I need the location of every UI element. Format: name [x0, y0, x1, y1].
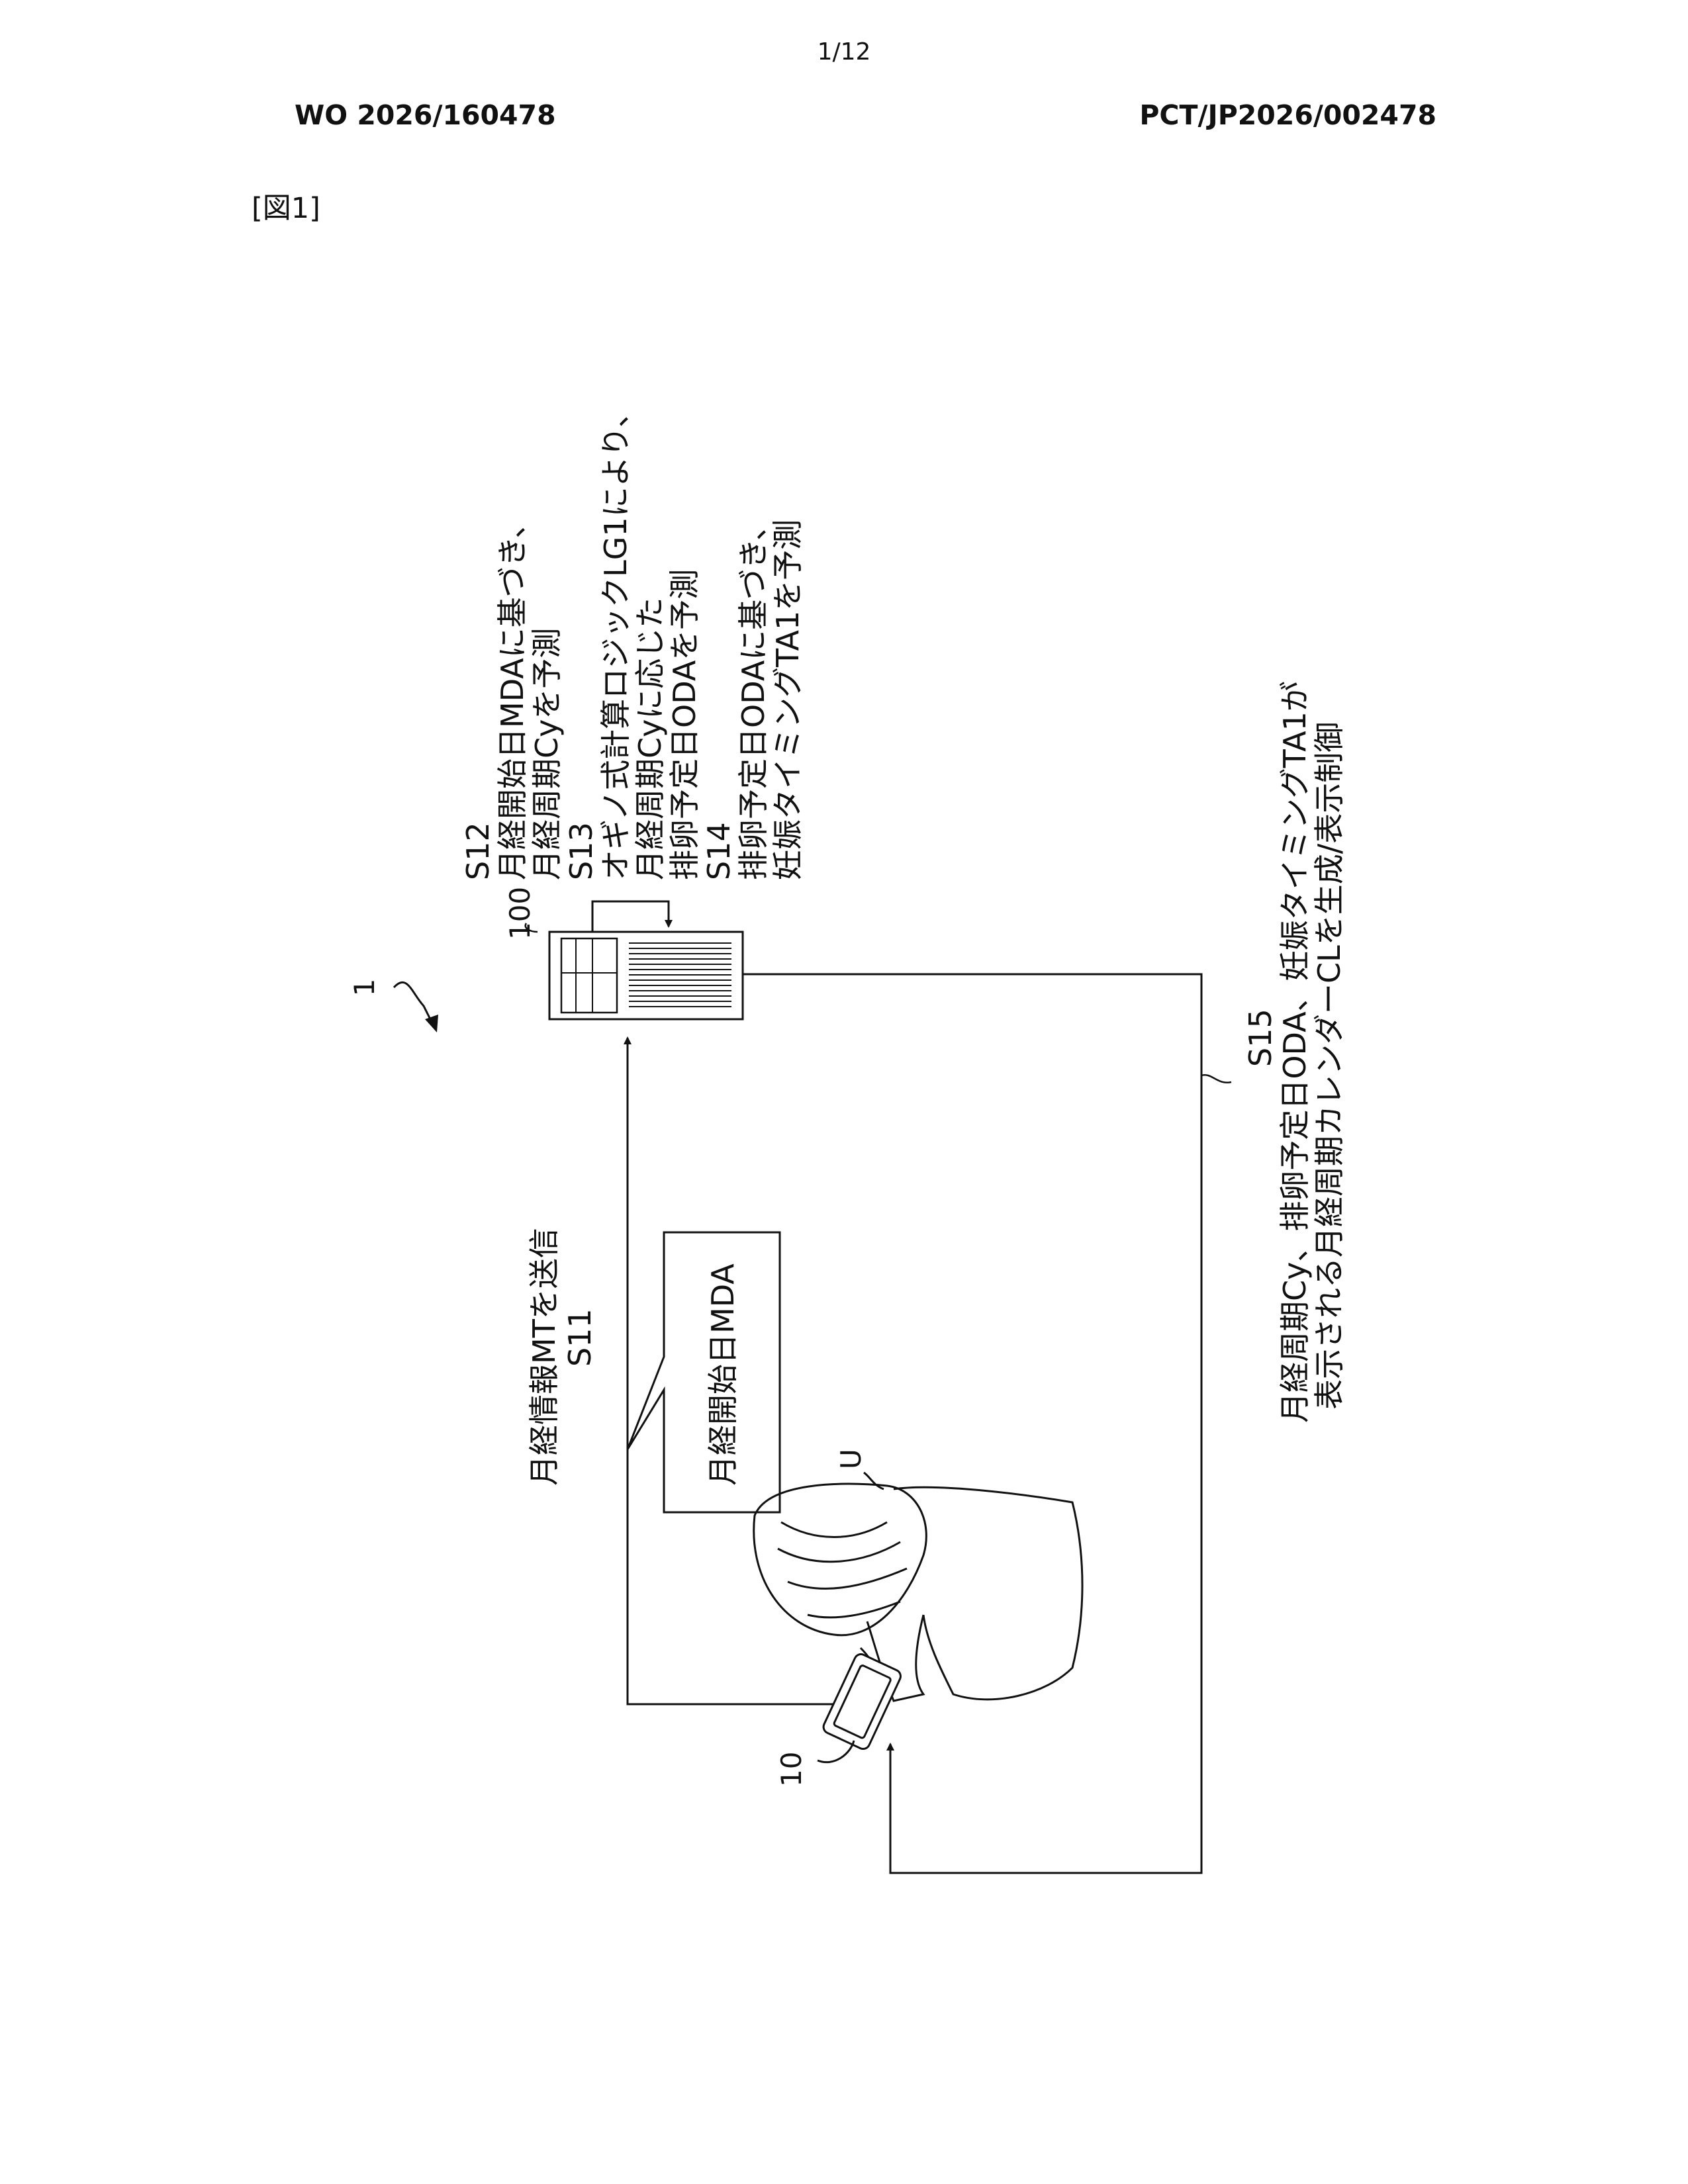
s12-id: S12: [460, 822, 496, 880]
bubble-outline: [628, 1232, 780, 1512]
s12-line2: 月経周期Cyを予測: [529, 628, 565, 880]
s11-line1: 月経情報MTを送信: [526, 1228, 562, 1486]
server-steps: S12 月経開始日MDAに基づき、 月経周期Cyを予測 S13 オギノ式計算ロジ…: [460, 397, 806, 880]
server-drive-bay: [561, 938, 617, 1013]
bubble-text: 月経開始日MDA: [705, 1263, 741, 1486]
s12-line1: 月経開始日MDAに基づき、: [494, 508, 530, 880]
s13-id: S13: [563, 822, 599, 880]
s14-id: S14: [701, 822, 737, 880]
flow-s15: S15 月経周期Cy、排卵予定日ODA、妊娠タイミングTA1が 表示される月経周…: [743, 681, 1347, 1873]
server-internal-loop: [592, 901, 669, 932]
s15-id: S15: [1243, 1009, 1278, 1067]
s13-line3: 排卵予定日ODAを予測: [667, 569, 702, 880]
system-ref-label: 1: [348, 979, 381, 997]
server-100: 100: [504, 887, 743, 1019]
user-body: [894, 1487, 1082, 1700]
terminal-ref-leader: [818, 1741, 854, 1762]
s15-leader: [1201, 1075, 1231, 1083]
s14-line1: 排卵予定日ODAに基づき、: [735, 510, 771, 880]
s15-line1: 月経周期Cy、排卵予定日ODA、妊娠タイミングTA1が: [1277, 681, 1313, 1423]
user-hair: [778, 1522, 907, 1617]
s14-line2: 妊娠タイミングTA1を予測: [770, 520, 806, 880]
s15-line2: 表示される月経周期カレンダーCLを生成/表示制御: [1311, 722, 1347, 1410]
system-reference: 1: [348, 979, 438, 1032]
user-figure: [754, 1473, 1082, 1762]
user-ref-label: U: [835, 1449, 867, 1469]
terminal-10: [821, 1652, 903, 1751]
s15-arrow-line: [743, 974, 1201, 1873]
s11-id: S11: [562, 1308, 598, 1367]
terminal-ref-label: 10: [775, 1752, 808, 1787]
speech-bubble: 月経開始日MDA: [628, 1232, 780, 1512]
s13-line1: オギノ式計算ロジックLG1により、: [598, 397, 633, 880]
user-ref-leader: [864, 1473, 884, 1489]
s13-line2: 月経周期Cyに応じた: [632, 598, 668, 880]
system-ref-arrowhead: [425, 1015, 438, 1032]
